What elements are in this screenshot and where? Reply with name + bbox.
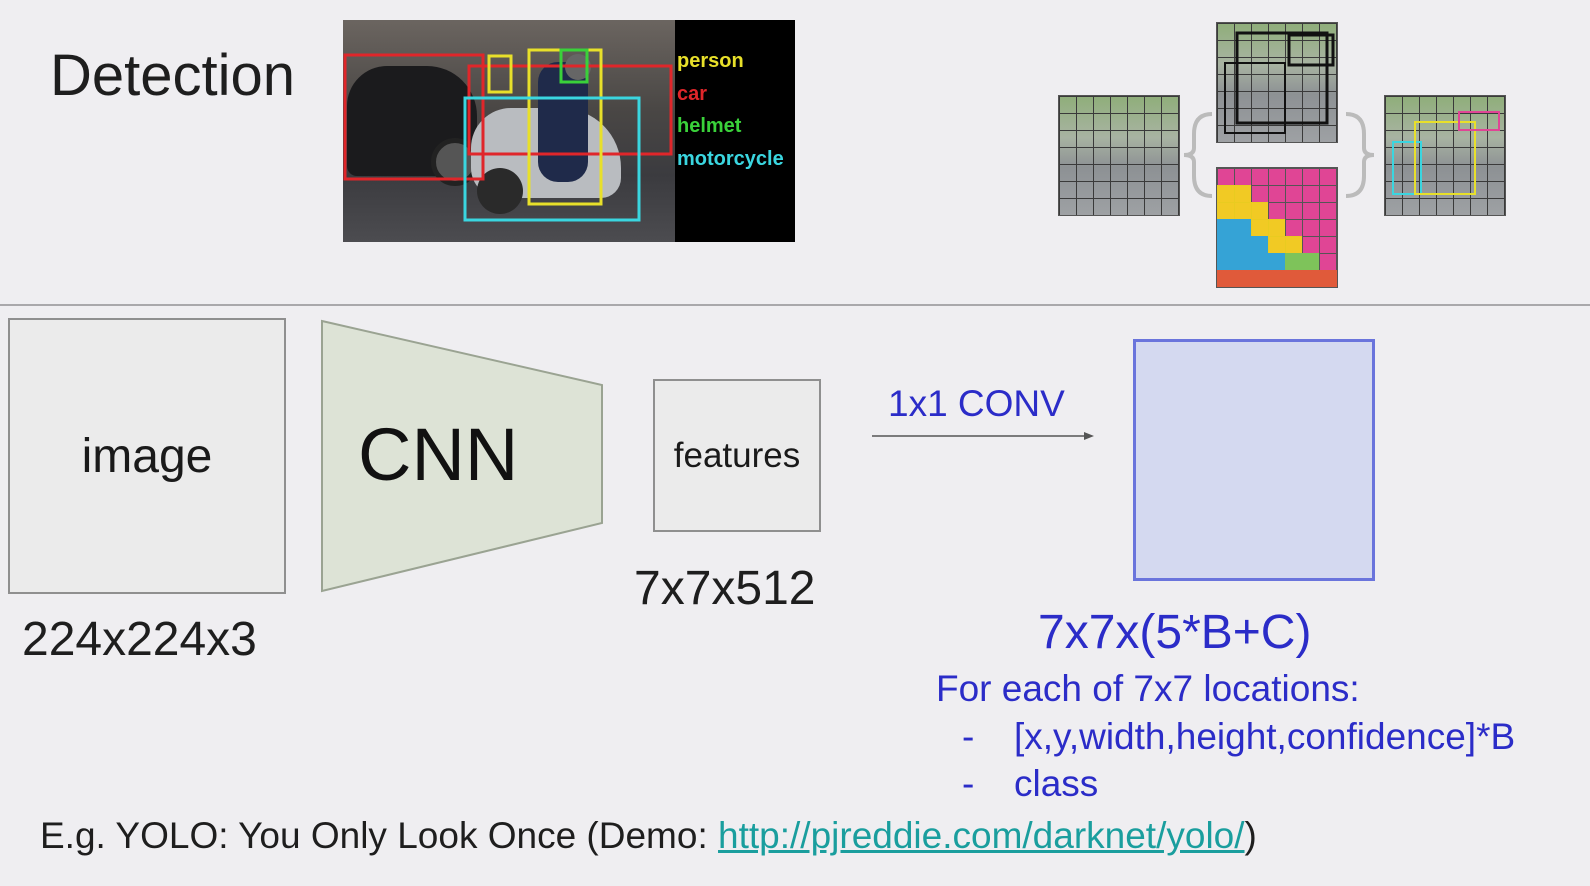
features-label: features bbox=[673, 435, 801, 475]
class-map-regions bbox=[1217, 185, 1337, 287]
bounding-box-overlay bbox=[1224, 31, 1335, 134]
bullet-dash: - bbox=[962, 763, 975, 804]
bullet-class: class bbox=[1014, 763, 1099, 804]
bullet-box-params: [x,y,width,height,confidence]*B bbox=[1014, 716, 1516, 757]
grid-input-image bbox=[1058, 95, 1180, 216]
class-probability-map bbox=[1216, 167, 1338, 288]
features-box: features bbox=[653, 379, 821, 532]
final-boxes-overlay bbox=[1392, 111, 1500, 195]
motorcycle-box bbox=[463, 96, 641, 222]
output-dims: 7x7x(5*B+C) bbox=[1038, 606, 1312, 659]
bullet-dash: - bbox=[962, 716, 975, 757]
footer-suffix: ) bbox=[1244, 815, 1257, 856]
input-dims: 224x224x3 bbox=[22, 613, 257, 666]
conv-arrow-icon bbox=[872, 432, 1094, 440]
right-brace-icon bbox=[1345, 112, 1375, 198]
detection-boxes bbox=[343, 48, 673, 222]
legend-motorcycle: motorcycle bbox=[677, 148, 784, 170]
legend-car: car bbox=[677, 83, 708, 105]
footer-text: E.g. YOLO: You Only Look Once (Demo: htt… bbox=[40, 815, 1257, 857]
legend-person: person bbox=[677, 50, 744, 72]
legend-helmet: helmet bbox=[677, 115, 742, 137]
helmet-box bbox=[559, 48, 589, 84]
slide-title: Detection bbox=[50, 43, 296, 108]
person-box bbox=[527, 48, 603, 206]
car-box bbox=[467, 64, 673, 156]
final-detections-image bbox=[1384, 95, 1506, 216]
conv-label: 1x1 CONV bbox=[888, 383, 1065, 424]
output-description: For each of 7x7 locations: bbox=[936, 668, 1360, 709]
cnn-trapezoid bbox=[321, 319, 603, 593]
cnn-label: CNN bbox=[358, 413, 519, 496]
demo-link[interactable]: http://pjreddie.com/darknet/yolo/ bbox=[718, 815, 1245, 856]
output-tensor-box bbox=[1133, 339, 1375, 581]
footer-prefix: E.g. YOLO: You Only Look Once (Demo: bbox=[40, 815, 719, 856]
input-image-label: image bbox=[81, 429, 213, 483]
left-brace-icon bbox=[1183, 112, 1213, 198]
car-box bbox=[343, 53, 485, 181]
person-box bbox=[487, 54, 513, 94]
grid-bounding-boxes-image bbox=[1216, 22, 1338, 143]
features-dims: 7x7x512 bbox=[634, 562, 816, 615]
input-image-box: image bbox=[8, 318, 286, 594]
detection-example-image: person car helmet motorcycle bbox=[343, 20, 795, 242]
section-divider bbox=[0, 304, 1590, 306]
